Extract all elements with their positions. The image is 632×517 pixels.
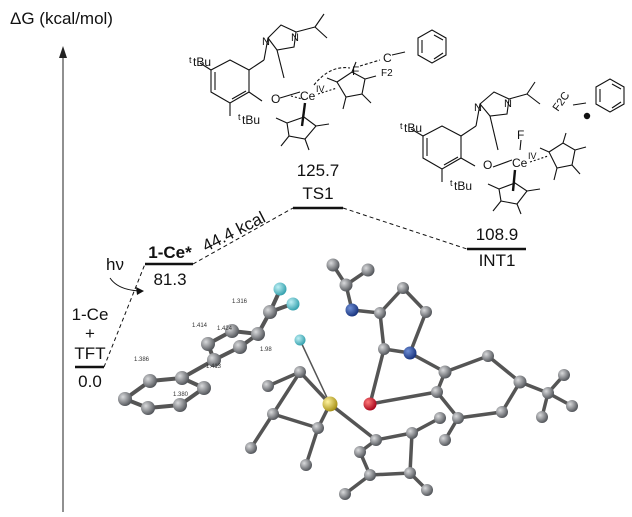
svg-text:tBu: tBu [404,121,422,135]
barrier-label: 44.4 kcal [199,208,268,256]
svg-text:1.414: 1.414 [192,323,208,329]
reactant-label-1ce: 1-Ce [72,305,109,324]
hv-label: hν [106,255,124,274]
svg-text:t: t [189,55,192,65]
svg-text:Ce: Ce [512,156,528,170]
connector-ts1-int1 [342,207,468,250]
svg-text:t: t [238,112,241,122]
svg-text:O: O [271,92,280,106]
reactant-energy: 0.0 [78,372,102,391]
hv-arrow [109,277,141,292]
svg-text:O: O [483,158,492,172]
svg-text:F2: F2 [381,68,393,79]
reactant-label-plus: + [85,324,95,343]
radical-dot [583,112,591,120]
fluorine-atom [273,282,287,296]
svg-text:1.424: 1.424 [217,326,233,332]
nitrogen-atom [403,346,417,360]
svg-text:F2C: F2C [551,90,573,114]
svg-text:tBu: tBu [242,113,260,127]
ts1-label: TS1 [302,184,333,203]
tft-molecule [118,282,300,415]
svg-text:N: N [474,102,482,114]
int1-structure [410,78,625,215]
svg-text:tBu: tBu [193,55,211,69]
oxygen-atom [363,397,377,411]
svg-text:1.316: 1.316 [232,299,248,305]
int1-label: INT1 [479,251,516,270]
connector-excited-ts1 [192,207,294,265]
nitrogen-atom [345,303,359,317]
svg-text:t: t [450,178,453,188]
svg-text:IV: IV [316,84,325,94]
ts1-energy: 125.7 [297,161,340,180]
svg-text:N: N [504,98,512,110]
svg-text:1.413: 1.413 [206,364,222,370]
ts1-structure [199,13,447,151]
excited-label: 1-Ce* [148,243,192,262]
cerium-atom [322,396,338,412]
svg-text:F: F [517,128,524,142]
bond-length-labels: 1.316 1.414 1.424 1.386 1.413 1.380 1.98 [134,299,272,398]
svg-text:F: F [352,64,359,78]
svg-text:1.380: 1.380 [173,392,189,398]
excited-energy: 81.3 [153,270,186,289]
connector-reactants-excited [103,263,146,368]
fluorine-atom [294,334,306,346]
energy-axis [59,46,67,512]
axis-label: ΔG (kcal/mol) [10,9,113,28]
svg-text:t: t [400,121,403,131]
fluorine-atom [286,297,300,311]
svg-text:IV: IV [528,151,537,161]
svg-text:tBu: tBu [454,179,472,193]
svg-text:N: N [262,36,270,48]
reactant-label-tft: TFT [74,344,105,363]
svg-text:Ce: Ce [300,89,316,103]
svg-text:N: N [291,32,299,44]
svg-text:1.386: 1.386 [134,357,150,363]
svg-text:1.98: 1.98 [260,347,272,353]
cerium-complex-model [245,258,578,500]
svg-text:C: C [383,51,392,65]
int1-energy: 108.9 [476,225,519,244]
